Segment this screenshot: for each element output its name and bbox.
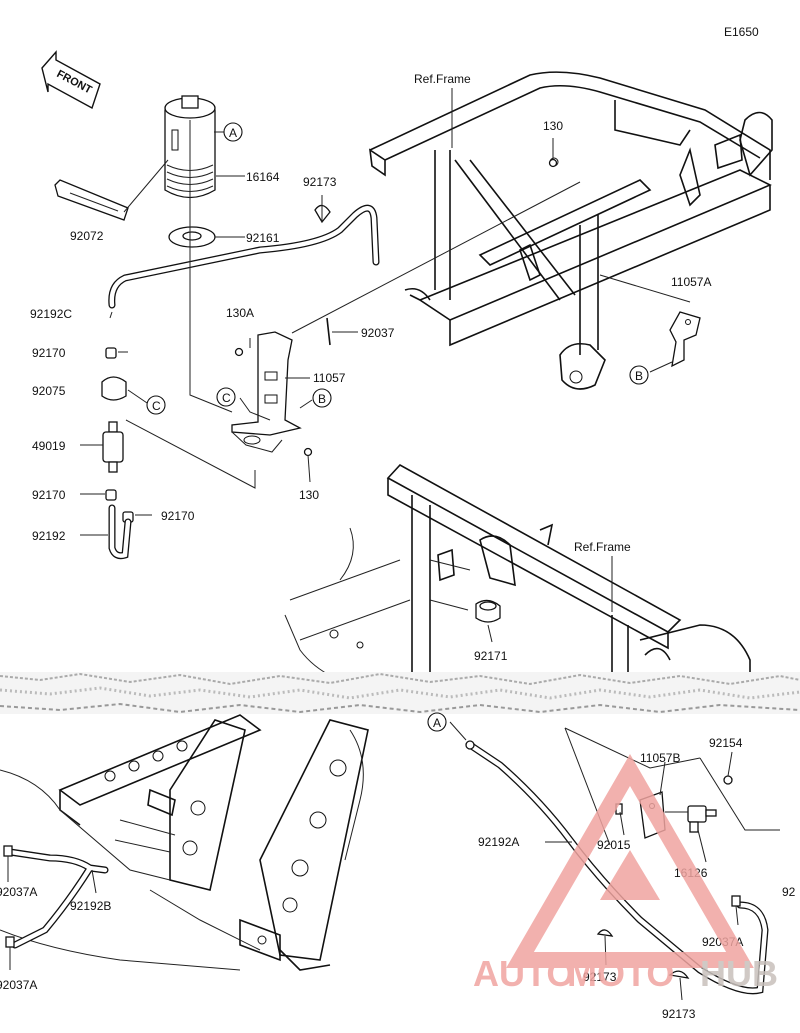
part-11057B: 11057B (640, 751, 680, 765)
callout-A-top: A (214, 122, 243, 142)
fitting-A-icon (465, 740, 475, 750)
torn-edge (0, 672, 800, 714)
callout-B-right: B (629, 365, 649, 385)
callout-A-bottom: A (427, 712, 447, 732)
bolt-130-upper-icon (548, 158, 558, 168)
strap-92072 (54, 179, 129, 221)
part-11057: 11057 (313, 371, 346, 385)
part-11057A: 11057A (671, 275, 711, 289)
bolt-92154-icon (723, 775, 733, 785)
part-92173-low: 92173 (662, 1007, 696, 1021)
hose-92192A (466, 741, 769, 995)
part-130A: 130A (226, 306, 254, 320)
part-130-top: 130 (543, 119, 563, 133)
part-49019: 49019 (32, 439, 66, 453)
svg-text:A: A (433, 716, 441, 730)
part-92170-c: 92170 (161, 509, 195, 523)
leader-lines-bottom (7, 721, 780, 1001)
part-92075: 92075 (32, 384, 66, 398)
callout-C-mid: C (216, 387, 236, 407)
lower-frame (0, 714, 369, 971)
part-92170-b: 92170 (32, 488, 66, 502)
bolt-130-lower-icon (303, 447, 313, 457)
svg-text:B: B (318, 392, 326, 406)
svg-text:MOTO: MOTO (567, 953, 674, 994)
filter-assembly (101, 347, 134, 560)
canister-16164 (164, 95, 216, 199)
grommet-92171 (475, 599, 501, 643)
callout-B-mid: B (312, 388, 332, 408)
bracket-11057 (231, 331, 302, 453)
part-92173-top: 92173 (303, 175, 337, 189)
part-92192: 92192 (32, 529, 66, 543)
part-92192B: 92192B (70, 899, 111, 913)
ref-frame-label-top: Ref.Frame (414, 72, 471, 86)
part-92171: 92171 (474, 649, 508, 663)
ref-frame-label-mid: Ref.Frame (574, 540, 631, 554)
part-92161: 92161 (246, 231, 280, 245)
middle-frame (284, 463, 751, 691)
part-16164: 16164 (246, 170, 280, 184)
part-92154: 92154 (709, 736, 743, 750)
clip-92173-mid (596, 929, 614, 937)
svg-text:HUB: HUB (700, 953, 778, 994)
part-92015: 92015 (597, 838, 631, 852)
part-92192C: 92192C (30, 307, 72, 321)
part-92072: 92072 (70, 229, 104, 243)
svg-text:AUTO: AUTO (473, 953, 574, 994)
clamp-92037A-right (731, 895, 741, 907)
rod-92037 (326, 317, 331, 346)
svg-text:B: B (635, 369, 643, 383)
bolt-130A-icon (234, 347, 244, 357)
svg-text:C: C (222, 391, 231, 405)
hose-92192C (108, 204, 380, 309)
part-92037A-left-upper: 92037A (0, 885, 37, 899)
automotohub-watermark: AUTO MOTO HUB (473, 754, 778, 994)
part-92170-a: 92170 (32, 346, 66, 360)
clip-92173-low (668, 970, 690, 979)
part-130-bottom: 130 (299, 488, 319, 502)
washer-92161 (168, 226, 216, 248)
part-92192A: 92192A (478, 835, 519, 849)
part-92-cut: 92 (782, 885, 796, 899)
part-92173-mid: 92173 (583, 970, 617, 984)
bracket-11057A (669, 311, 701, 368)
hose-92192B (3, 845, 109, 949)
upper-frame (368, 71, 773, 390)
part-92037: 92037 (361, 326, 395, 340)
svg-text:C: C (152, 399, 161, 413)
part-92037A-left-lower: 92037A (0, 978, 37, 992)
callout-C-left: C (146, 395, 166, 415)
svg-text:A: A (229, 126, 237, 140)
front-arrow-icon: FRONT (41, 50, 101, 110)
diagram-id: E1650 (724, 25, 759, 39)
